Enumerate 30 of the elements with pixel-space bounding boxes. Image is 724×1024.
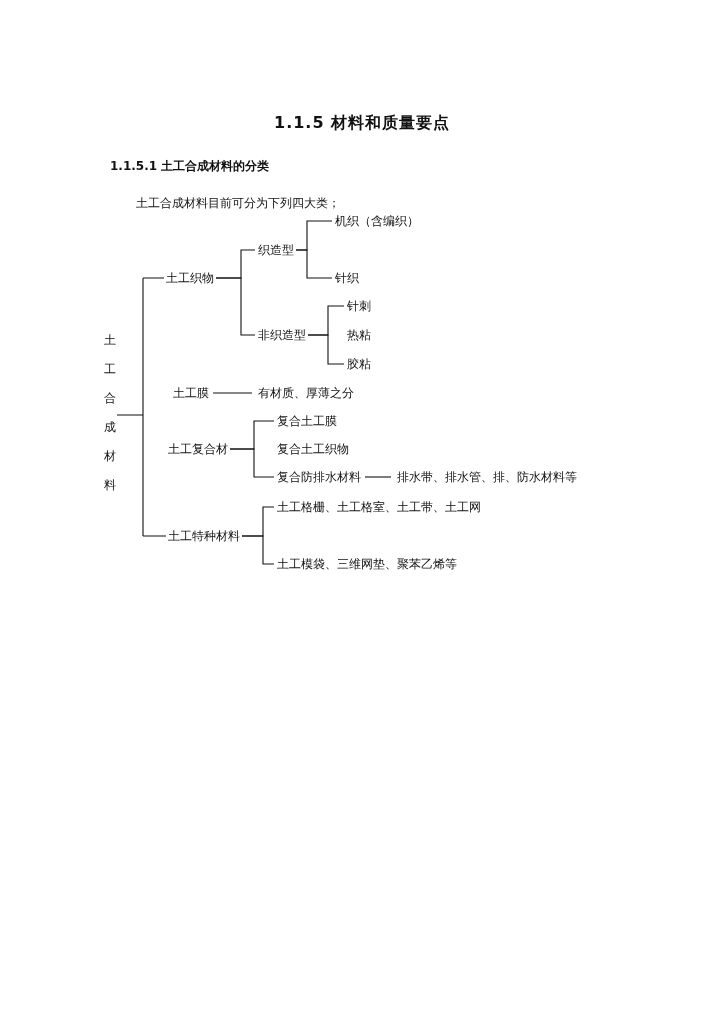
connector-line (307, 334, 345, 365)
category-label: 土工织物 (166, 270, 214, 286)
root-label: 土工合成材料 (103, 326, 117, 500)
category-label: 复合防排水材料 (277, 469, 361, 485)
connector-line (364, 476, 392, 478)
category-label: 土工特种材料 (168, 528, 240, 544)
category-label: 织造型 (258, 242, 294, 258)
subheading: 1.1.5.1 土工合成材料的分类 (110, 158, 270, 175)
category-label: 排水带、排水管、排、防水材料等 (397, 469, 577, 485)
heading: 1.1.5 材料和质量要点 (274, 113, 451, 134)
category-label: 有材质、厚薄之分 (258, 385, 354, 401)
category-label: 针刺 (347, 298, 371, 314)
category-label: 复合土工织物 (277, 441, 349, 457)
category-label: 土工膜 (173, 385, 209, 401)
category-label: 复合土工膜 (277, 413, 337, 429)
category-label: 非织造型 (258, 327, 306, 343)
category-label: 热粘 (347, 327, 371, 343)
category-label: 土工复合材 (168, 441, 228, 457)
category-label: 针织 (335, 270, 359, 286)
connector-line (241, 535, 275, 565)
category-label: 土工格栅、土工格室、土工带、土工网 (277, 499, 481, 515)
category-label: 胶粘 (347, 356, 371, 372)
category-label: 机织（含编织） (335, 213, 419, 229)
intro-text: 土工合成材料目前可分为下列四大类； (136, 195, 340, 212)
connector-line (295, 249, 333, 279)
category-label: 土工模袋、三维网垫、聚苯乙烯等 (277, 556, 457, 572)
connector-line (229, 448, 275, 478)
connector-line (212, 392, 253, 394)
connector-line (215, 277, 256, 336)
connector-line (116, 277, 167, 537)
